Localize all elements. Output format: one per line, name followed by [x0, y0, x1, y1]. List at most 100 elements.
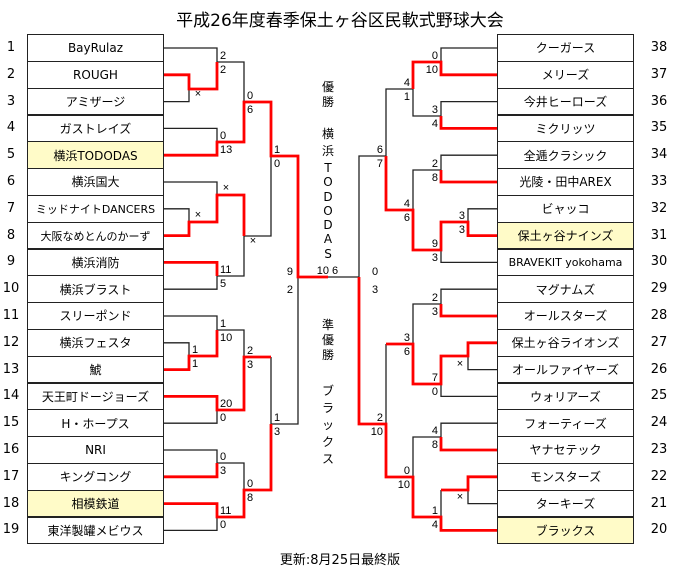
- runner-up-team-char: ス: [321, 452, 334, 466]
- final-score: 10: [317, 265, 329, 277]
- match-score-bottom: 4: [432, 519, 438, 531]
- match-score-top: 0: [220, 130, 226, 142]
- team-name: 相模鉄道: [71, 497, 120, 512]
- match-score-top: 1: [274, 144, 280, 156]
- match-score-bottom: 1: [404, 91, 410, 103]
- team-number: 2: [6, 66, 16, 82]
- team-box: オールファイヤーズ: [497, 355, 634, 384]
- match-score-bottom: 6: [404, 346, 410, 358]
- team-name: ブラックス: [535, 523, 596, 538]
- team-name: スリーポンド: [59, 309, 132, 324]
- team-name: キングコング: [59, 470, 132, 485]
- team-number: 24: [650, 415, 668, 431]
- team-box: 横浜消防: [27, 248, 164, 277]
- match-score-bottom: 3: [372, 284, 378, 296]
- champion-team-char: S: [324, 246, 332, 261]
- runner-up-team: ブラックス: [320, 384, 336, 469]
- team-name: ROUGH: [73, 67, 118, 82]
- team-name: ガストレイズ: [59, 121, 132, 136]
- champion-team-char: O: [323, 175, 333, 190]
- team-number: 11: [2, 308, 20, 323]
- page-title: 平成26年度春季保土ヶ谷区民軟式野球大会: [176, 11, 504, 31]
- team-box: メリーズ: [497, 60, 634, 89]
- team-number: 22: [650, 468, 668, 484]
- team-box: 横浜ブラスト: [27, 275, 164, 304]
- team-name: 横浜国大: [71, 175, 120, 190]
- team-number: 17: [2, 468, 20, 484]
- champion-label-text: 優勝: [321, 80, 334, 109]
- team-number: 19: [2, 522, 20, 538]
- champion-team-char: 浜: [321, 144, 334, 158]
- match-score-top: 4: [432, 425, 438, 437]
- match-score-top: 4: [404, 77, 410, 89]
- match-score-top: 0: [404, 465, 410, 477]
- team-name: 横浜TODODAS: [53, 148, 138, 163]
- team-name: クーガース: [535, 41, 596, 56]
- team-name: 鯱: [89, 363, 102, 378]
- match-score-bottom: 3: [432, 252, 438, 264]
- winner-path-line: [163, 260, 219, 276]
- match-score-bottom: 0: [220, 412, 226, 424]
- match-score-top: 4: [404, 198, 410, 210]
- runner-up-label-text: 準優勝: [321, 318, 334, 362]
- team-name: メリーズ: [541, 68, 590, 83]
- team-number: 32: [650, 200, 668, 216]
- champion-team-char: D: [323, 218, 333, 233]
- match-score-top: 1: [192, 344, 198, 356]
- runner-up-team-char: ラ: [321, 401, 334, 415]
- team-box: ミッドナイトDANCERS: [27, 194, 164, 223]
- match-score-top: 1: [432, 505, 438, 517]
- team-name: マグナムズ: [535, 282, 596, 297]
- team-box: オールスターズ: [497, 302, 634, 330]
- match-score-bottom: 2: [220, 64, 226, 76]
- match-score-top: 11: [220, 264, 231, 276]
- team-name: 光陵・田中AREX: [519, 175, 612, 190]
- team-number: 35: [650, 120, 668, 136]
- match-score-top: 0: [432, 50, 438, 62]
- match-score-top: 0: [220, 451, 226, 463]
- team-name: アミザージ: [65, 95, 126, 110]
- team-name: モンスターズ: [529, 470, 602, 485]
- bracket-line: [440, 250, 497, 264]
- match-score-bottom: 10: [220, 332, 232, 344]
- forfeit-mark: ×: [457, 358, 463, 370]
- bracket-line: [467, 356, 497, 371]
- winner-path-line: [163, 193, 246, 238]
- team-box: 光陵・田中AREX: [497, 168, 634, 196]
- team-name: オールスターズ: [523, 309, 608, 324]
- team-number: 9: [6, 254, 16, 270]
- team-name: 天王町ドージョーズ: [41, 389, 150, 404]
- team-number: 27: [650, 334, 668, 350]
- match-score-top: 2: [377, 412, 383, 424]
- match-score-top: 20: [220, 398, 232, 410]
- team-name: ミッドナイトDANCERS: [35, 202, 156, 216]
- winner-path-line: [439, 304, 497, 318]
- match-score-top: 0: [247, 478, 253, 490]
- match-score-top: 3: [459, 210, 465, 222]
- team-number: 10: [2, 281, 20, 297]
- winner-path-line: [386, 341, 497, 386]
- match-score-top: 2: [220, 50, 226, 62]
- team-name: BayRulaz: [67, 40, 124, 55]
- team-number: 34: [650, 147, 668, 163]
- team-box: BRAVEKIT yokohama: [497, 248, 634, 277]
- team-box: 保土ヶ谷ライオンズ: [497, 328, 634, 357]
- match-score-bottom: 1: [192, 358, 198, 370]
- bracket-line: [163, 181, 218, 195]
- team-box: NRI: [27, 436, 164, 464]
- match-score-top: 2: [247, 345, 253, 357]
- team-number: 21: [650, 495, 668, 511]
- team-name: ウォリアーズ: [530, 389, 601, 404]
- winner-path-line: [439, 437, 497, 452]
- match-score-top: 9: [287, 266, 293, 278]
- team-number: 8: [6, 227, 16, 243]
- team-number: 33: [650, 174, 668, 189]
- match-score-top: 3: [404, 332, 410, 344]
- bracket-line: [163, 517, 218, 532]
- winner-path-line: [439, 116, 497, 130]
- team-number: 1: [6, 40, 16, 55]
- team-box: ターキーズ: [497, 489, 634, 518]
- forfeit-mark: ×: [223, 182, 229, 194]
- team-box: 大阪なめとんのかーず: [27, 221, 164, 250]
